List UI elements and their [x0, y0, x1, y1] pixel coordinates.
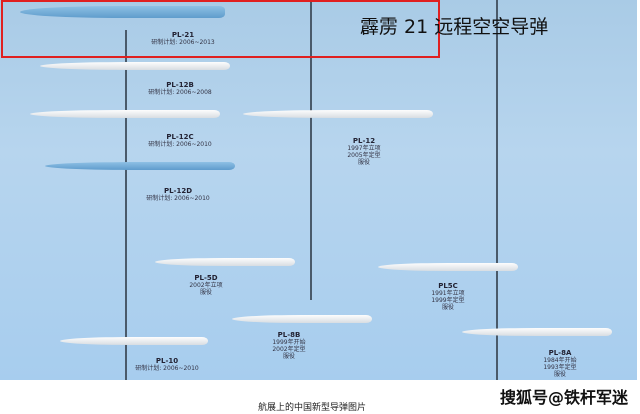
highlight-box	[1, 0, 440, 58]
missile-pl12	[243, 110, 433, 118]
overlay-title: 霹雳 21 远程空空导弹	[360, 16, 549, 38]
divider-line	[125, 30, 127, 380]
image-caption: 航展上的中国新型导弹图片	[258, 403, 367, 413]
missile-pl21	[20, 6, 225, 18]
missile-pl5d	[155, 258, 295, 266]
missile-pl8a	[462, 328, 612, 336]
watermark: 搜狐号@铁杆军迷	[500, 388, 629, 407]
missile-pl12d	[45, 162, 235, 170]
divider-line	[496, 0, 498, 380]
missile-pl5c	[378, 263, 518, 271]
missile-pl12c	[30, 110, 220, 118]
missile-pl8b	[232, 315, 372, 323]
missile-pl12b	[40, 62, 230, 70]
missile-pl10	[60, 337, 208, 345]
divider-line	[310, 0, 312, 300]
